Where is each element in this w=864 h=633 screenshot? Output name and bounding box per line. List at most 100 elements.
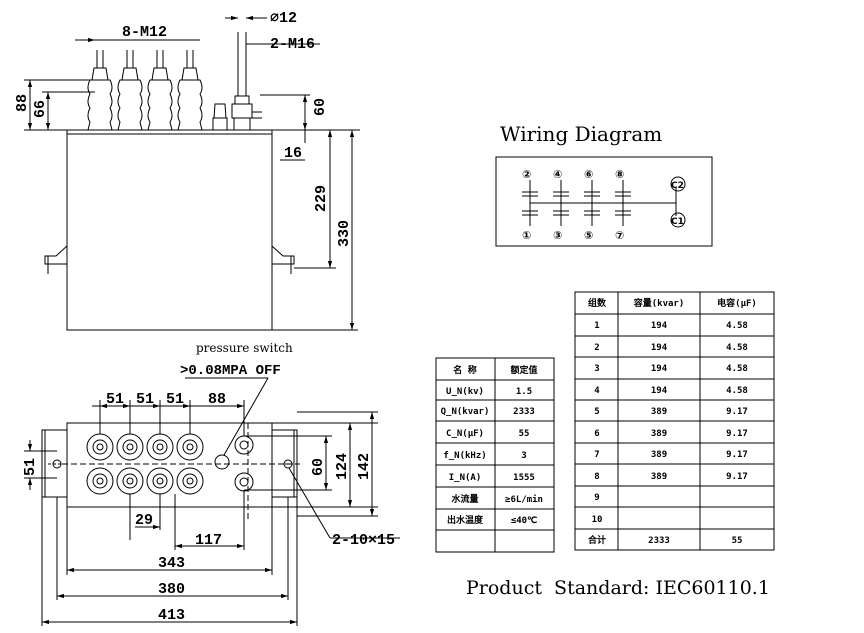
- wiring-terminal-7: ⑦: [615, 229, 624, 242]
- group-row-10-index: 10: [592, 515, 603, 525]
- group-table-text: 组数 容量(kvar) 电容(μF) 1 194 4.58 2 194 4.58…: [588, 297, 757, 546]
- terminal-callout: 8-M12: [122, 24, 167, 41]
- dim-88-elev: 88: [14, 94, 31, 112]
- wiring-terminal-4: ④: [553, 168, 562, 181]
- group-row-1-index: 1: [594, 321, 599, 331]
- group-row-6-index: 6: [594, 429, 599, 439]
- right-bracket: [271, 245, 295, 265]
- dim-51c-plan: 51: [166, 391, 184, 408]
- rated-row-3-name: f_N(kHz): [443, 451, 486, 461]
- group-header-capacitance: 电容(μF): [717, 297, 757, 309]
- dim-60-plan: 60: [310, 458, 327, 476]
- wiring-terminal-6: ⑥: [584, 168, 593, 181]
- group-header-capacity: 容量(kvar): [633, 297, 685, 309]
- group-row-5-index: 5: [594, 407, 599, 417]
- c1-ring: [670, 212, 686, 228]
- group-row-8-capacity: 389: [651, 472, 667, 482]
- pressure-switch-label: pressure switch: [196, 341, 293, 355]
- rated-row-4-value: 1555: [513, 473, 535, 483]
- rated-row-1-name: Q_N(kvar): [441, 407, 490, 417]
- group-row-5-capacitance: 9.17: [726, 407, 748, 417]
- dim-51-left: 51: [22, 458, 39, 476]
- dim-330-elev: 330: [336, 220, 353, 247]
- group-row-4-capacity: 194: [651, 386, 668, 396]
- dim-51a-plan: 51: [106, 391, 124, 408]
- product-standard: Product Standard: IEC60110.1: [466, 577, 770, 599]
- plan-left-flange: [44, 429, 67, 498]
- group-row-4-index: 4: [594, 386, 600, 396]
- rated-row-2-name: C_N(μF): [446, 429, 484, 439]
- dim-380-plan: 380: [158, 581, 185, 598]
- rated-row-3-value: 3: [521, 451, 526, 461]
- group-row-5-capacity: 389: [651, 407, 667, 417]
- group-row-4-capacitance: 4.58: [726, 386, 748, 396]
- rated-table: [435, 357, 555, 553]
- wiring-terminal-3: ③: [553, 229, 562, 242]
- rated-row-2-value: 55: [519, 429, 530, 439]
- dim-88-plan: 88: [208, 391, 226, 408]
- group-row-3-capacitance: 4.58: [726, 364, 748, 374]
- dim-413-plan: 413: [158, 607, 185, 624]
- diameter-callout: ⌀12: [270, 10, 297, 27]
- plan-view: [24, 377, 400, 626]
- left-bracket: [44, 245, 68, 265]
- group-row-6-capacitance: 9.17: [726, 429, 748, 439]
- group-row-2-index: 2: [594, 343, 599, 353]
- group-total-capacity: 2333: [648, 536, 670, 546]
- group-row-2-capacity: 194: [651, 343, 668, 353]
- dim-142-plan: 142: [356, 453, 373, 480]
- wiring-terminal-5: ⑤: [584, 229, 593, 242]
- group-row-8-capacitance: 9.17: [726, 472, 748, 482]
- dim-16-elev: 16: [284, 145, 302, 162]
- group-row-3-capacity: 194: [651, 364, 668, 374]
- group-row-7-capacity: 389: [651, 450, 667, 460]
- pressure-switch-port: [214, 454, 230, 470]
- c2-ring: [670, 176, 686, 192]
- rated-row-5-name: 水流量: [451, 493, 478, 505]
- group-row-1-capacitance: 4.58: [726, 321, 748, 331]
- dim-29-plan: 29: [135, 512, 153, 529]
- rated-row-6-name: 出水温度: [447, 514, 484, 526]
- hole-callout: 2-10×15: [332, 532, 395, 549]
- water-pipe: [231, 32, 253, 131]
- dim-117-plan: 117: [195, 532, 222, 549]
- rated-header-value: 额定值: [510, 364, 537, 376]
- rated-row-0-name: U_N(kv): [446, 387, 484, 397]
- dim-66-elev: 66: [32, 100, 49, 118]
- group-total-capacitance: 55: [732, 536, 743, 546]
- group-row-6-capacity: 389: [651, 429, 667, 439]
- group-row-9-index: 9: [594, 493, 599, 503]
- wiring-terminal-8: ⑧: [615, 168, 624, 181]
- wiring-terminal-2: ②: [522, 168, 531, 181]
- dim-51b-plan: 51: [136, 391, 154, 408]
- wiring-title: Wiring Diagram: [500, 122, 662, 146]
- group-row-1-capacity: 194: [651, 321, 668, 331]
- group-row-2-capacitance: 4.58: [726, 343, 748, 353]
- rated-row-6-value: ≤40℃: [511, 515, 537, 526]
- elevation-view: [24, 15, 360, 331]
- bolt-callout: 2-M16: [270, 36, 315, 53]
- terminal-bushings: [87, 32, 262, 131]
- pressure-setting: >0.08MPA OFF: [180, 363, 281, 379]
- dim-60-elev: 60: [312, 98, 329, 116]
- dim-229-elev: 229: [313, 185, 330, 212]
- dim-343-plan: 343: [158, 555, 185, 572]
- group-total-label: 合计: [588, 534, 606, 546]
- rated-row-1-value: 2333: [513, 407, 535, 417]
- dim-124-plan: 124: [334, 453, 351, 480]
- group-table: [574, 291, 775, 551]
- rated-row-0-value: 1.5: [516, 387, 532, 397]
- plan-right-flange: [272, 429, 295, 498]
- rated-header-name: 名 称: [453, 364, 476, 376]
- capacitor-body: [66, 129, 273, 331]
- rated-row-5-value: ≥6L/min: [505, 494, 543, 505]
- wiring-diagram: [495, 156, 713, 247]
- wiring-terminal-1: ①: [522, 229, 531, 242]
- wiring-c2: C2: [671, 181, 684, 191]
- rated-table-text: 名 称 额定值 U_N(kv) 1.5 Q_N(kvar) 2333 C_N(μ…: [441, 364, 543, 526]
- rated-row-4-name: I_N(A): [449, 473, 482, 483]
- group-row-3-index: 3: [594, 364, 599, 374]
- group-header-index: 组数: [588, 297, 607, 309]
- group-row-8-index: 8: [594, 472, 599, 482]
